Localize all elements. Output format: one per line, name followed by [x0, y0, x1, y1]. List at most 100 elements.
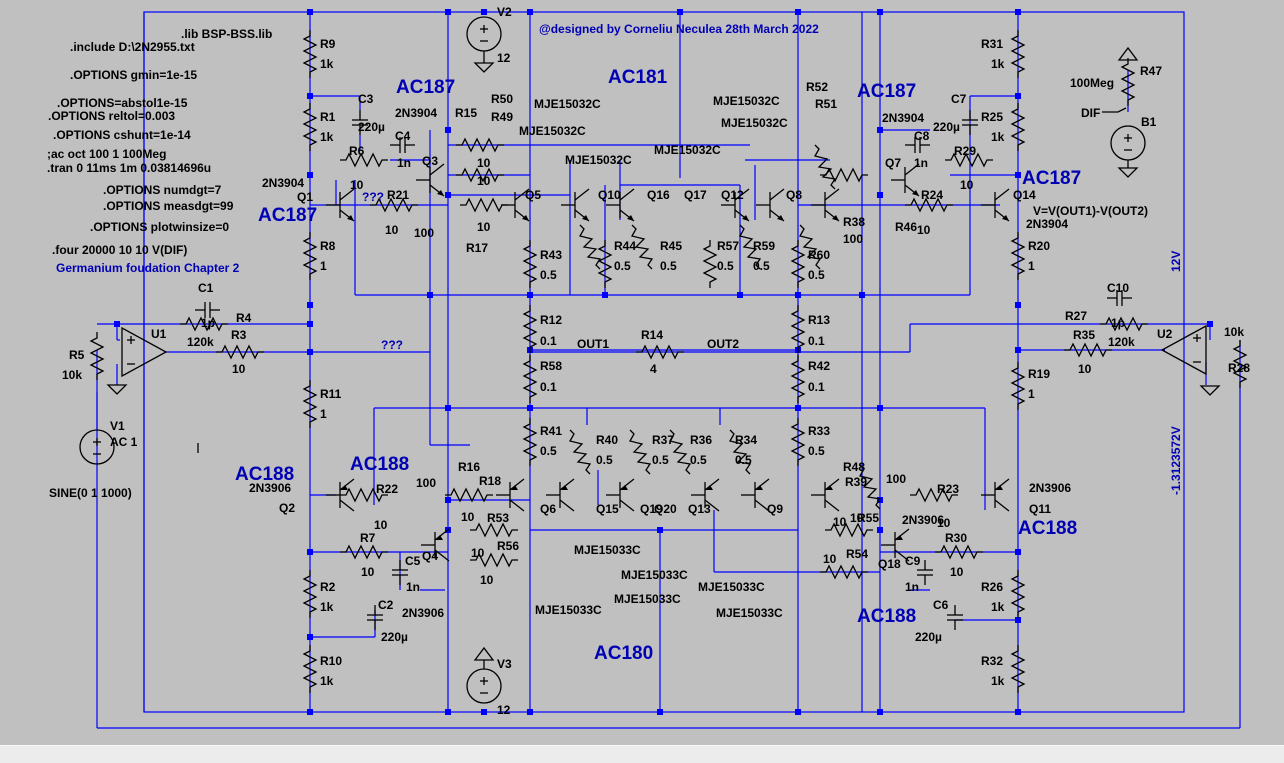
- component-ref[interactable]: R52: [806, 80, 828, 94]
- component-value[interactable]: 2N3904: [882, 111, 924, 125]
- component-ref[interactable]: C7: [951, 92, 967, 106]
- component-value[interactable]: 10: [950, 565, 964, 579]
- component-ref[interactable]: Q20: [654, 502, 677, 516]
- directive-four[interactable]: .four 20000 10 10 V(DIF): [52, 243, 187, 257]
- component-value[interactable]: 12: [497, 51, 511, 65]
- component-ref[interactable]: Q17: [684, 188, 707, 202]
- component-value[interactable]: 0.5: [690, 453, 707, 467]
- component-value[interactable]: 10: [960, 178, 974, 192]
- component-value[interactable]: 1n: [397, 156, 411, 170]
- component-value[interactable]: 10: [361, 565, 375, 579]
- component-ref[interactable]: R29: [954, 144, 976, 158]
- component-value[interactable]: 1n: [406, 580, 420, 594]
- component-value[interactable]: MJE15032C: [654, 143, 721, 157]
- component-ref[interactable]: Q3: [422, 154, 438, 168]
- component-ref[interactable]: V3: [497, 657, 512, 671]
- component-ref[interactable]: R58: [540, 359, 562, 373]
- component-ref[interactable]: R6: [349, 144, 365, 158]
- component-ref[interactable]: Q19: [640, 502, 663, 516]
- component-value[interactable]: 10: [477, 220, 491, 234]
- component-ref[interactable]: Q11: [1029, 502, 1051, 516]
- component-value[interactable]: MJE15033C: [574, 543, 641, 557]
- type-label-ac187[interactable]: AC187: [396, 77, 455, 98]
- component-ref[interactable]: R16: [458, 460, 480, 474]
- component-value[interactable]: 100: [843, 232, 863, 246]
- component-ref[interactable]: R4: [236, 311, 252, 325]
- component-value[interactable]: 0.5: [753, 259, 770, 273]
- component-value[interactable]: 10: [480, 573, 494, 587]
- component-ref[interactable]: C2: [378, 598, 394, 612]
- component-ref[interactable]: R25: [981, 110, 1003, 124]
- type-label-ac188[interactable]: AC188: [235, 464, 294, 485]
- component-ref[interactable]: V2: [497, 5, 512, 19]
- component-ref[interactable]: R45: [660, 239, 682, 253]
- component-value[interactable]: 2N3906: [1029, 481, 1071, 495]
- component-ref[interactable]: V1: [110, 419, 125, 433]
- component-ref[interactable]: R23: [937, 482, 959, 496]
- component-ref[interactable]: R59: [753, 239, 775, 253]
- component-value[interactable]: 10k: [62, 368, 82, 382]
- component-value[interactable]: 1k: [991, 674, 1005, 688]
- component-ref[interactable]: R2: [320, 580, 336, 594]
- net-label-out1[interactable]: OUT1: [577, 337, 609, 351]
- component-ref[interactable]: R10: [320, 654, 342, 668]
- component-ref[interactable]: Q13: [688, 502, 711, 516]
- component-ref[interactable]: R26: [981, 580, 1003, 594]
- component-value[interactable]: 10: [471, 546, 485, 560]
- component-ref[interactable]: R42: [808, 359, 830, 373]
- directive-plotwinsize[interactable]: .OPTIONS plotwinsize=0: [90, 220, 229, 234]
- directive-lib[interactable]: .lib BSP-BSS.lib: [181, 27, 272, 41]
- component-value[interactable]: MJE15032C: [534, 97, 601, 111]
- component-value[interactable]: 0.5: [540, 444, 557, 458]
- component-ref[interactable]: R18: [479, 474, 501, 488]
- component-value[interactable]: 1k: [320, 57, 334, 71]
- component-ref[interactable]: R39: [845, 475, 867, 489]
- component-value[interactable]: 220µ: [915, 630, 942, 644]
- component-value[interactable]: 1n: [905, 580, 919, 594]
- component-value[interactable]: 10: [1078, 362, 1092, 376]
- component-value[interactable]: 0.5: [660, 259, 677, 273]
- directive-tran[interactable]: .tran 0 11ms 1m 0.03814696u: [47, 161, 211, 175]
- component-ref[interactable]: R5: [69, 348, 85, 362]
- component-ref[interactable]: C1: [198, 281, 214, 295]
- component-ref[interactable]: Q1: [297, 190, 313, 204]
- type-label-ac188[interactable]: AC188: [1018, 518, 1077, 539]
- directive-abstol[interactable]: .OPTIONS=abstol1e-15: [57, 96, 188, 110]
- component-value[interactable]: 10: [850, 511, 864, 525]
- directive-gmin[interactable]: .OPTIONS gmin=1e-15: [70, 68, 197, 82]
- component-value[interactable]: 1p: [201, 316, 215, 330]
- component-ref[interactable]: Q14: [1013, 188, 1036, 202]
- component-ref[interactable]: Q8: [786, 188, 802, 202]
- component-value[interactable]: 10: [823, 552, 837, 566]
- component-value[interactable]: 1k: [320, 674, 334, 688]
- component-ref[interactable]: R33: [808, 424, 830, 438]
- type-label-ac187[interactable]: AC187: [258, 205, 317, 226]
- component-ref[interactable]: R54: [846, 547, 868, 561]
- net-label-dif[interactable]: DIF: [1081, 106, 1100, 120]
- component-ref[interactable]: R47: [1140, 64, 1162, 78]
- component-ref[interactable]: Q7: [885, 156, 901, 170]
- component-value[interactable]: 4: [650, 362, 657, 376]
- component-value[interactable]: 1k: [991, 600, 1005, 614]
- component-ref[interactable]: Q4: [422, 549, 438, 563]
- component-ref[interactable]: R14: [641, 328, 663, 342]
- component-value[interactable]: 120k: [187, 335, 214, 349]
- type-label-ac187[interactable]: AC187: [857, 81, 916, 102]
- component-value[interactable]: 10: [477, 174, 491, 188]
- component-value[interactable]: 2N3906: [902, 513, 944, 527]
- directive-bv[interactable]: V=V(OUT1)-V(OUT2): [1033, 204, 1148, 218]
- component-ref[interactable]: R43: [540, 248, 562, 262]
- component-ref[interactable]: Q2: [279, 501, 295, 515]
- component-ref[interactable]: R46: [895, 220, 917, 234]
- designer-comment[interactable]: @designed by Corneliu Neculea 28th March…: [539, 22, 819, 36]
- component-ref[interactable]: Q5: [525, 188, 541, 202]
- type-label-ac188[interactable]: AC188: [857, 606, 916, 627]
- component-value[interactable]: MJE15033C: [535, 603, 602, 617]
- component-value[interactable]: 1: [1028, 259, 1035, 273]
- component-ref[interactable]: R55: [857, 511, 879, 525]
- component-value[interactable]: 0.5: [596, 453, 613, 467]
- component-ref[interactable]: R49: [491, 110, 513, 124]
- component-ref[interactable]: U1: [151, 327, 167, 341]
- component-value[interactable]: MJE15033C: [716, 606, 783, 620]
- component-value[interactable]: 1: [320, 407, 327, 421]
